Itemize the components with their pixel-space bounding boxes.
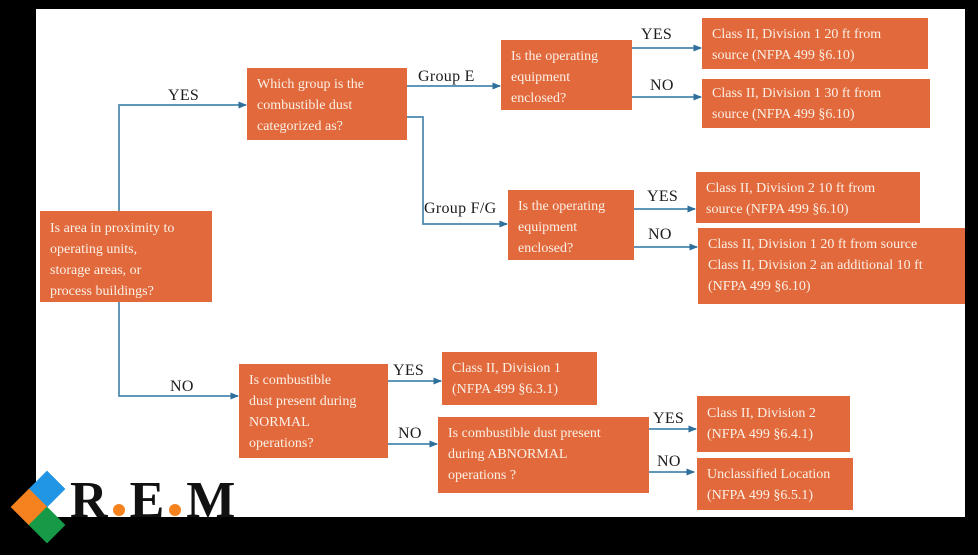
node-abnormal-operations-question: Is combustible dust present during ABNOR… (438, 417, 649, 493)
connector-root-yes (118, 101, 247, 211)
connector-group-fg (407, 116, 508, 228)
edge-label-yes-enclosed-fg: YES (647, 188, 679, 205)
node-outcome-div2-10ft: Class II, Division 2 10 ft from source (… (696, 172, 920, 223)
edge-label-no-enclosed-e: NO (650, 77, 674, 94)
edge-label-yes-root: YES (168, 87, 200, 104)
node-outcome-unclassified: Unclassified Location (NFPA 499 §6.5.1) (697, 458, 853, 510)
node-outcome-div2: Class II, Division 2 (NFPA 499 §6.4.1) (697, 396, 850, 452)
logo-dot-icon (112, 504, 125, 516)
logo-wordmark: R E M (70, 472, 236, 529)
node-outcome-div1-30ft: Class II, Division 1 30 ft from source (… (702, 79, 930, 128)
edge-label-yes-enclosed-e: YES (641, 26, 673, 43)
logo-letter-e: E (129, 472, 165, 529)
node-outcome-div1: Class II, Division 1 (NFPA 499 §6.3.1) (442, 352, 597, 405)
logo-letter-r: R (70, 472, 108, 529)
edge-label-yes-normal: YES (393, 362, 425, 379)
logo-letter-m: M (186, 472, 236, 529)
edge-label-group-fg: Group F/G (424, 200, 497, 217)
connector-root-no (118, 302, 239, 400)
edge-label-group-e: Group E (418, 68, 475, 85)
edge-label-no-root: NO (170, 378, 194, 395)
node-enclosed-question-group-fg: Is the operating equipment enclosed? (508, 190, 634, 260)
edge-label-no-abnormal: NO (657, 453, 681, 470)
edge-label-no-enclosed-fg: NO (648, 226, 672, 243)
node-group-question: Which group is the combustible dust cate… (247, 68, 407, 140)
node-proximity-question: Is area in proximity to operating units,… (40, 211, 212, 302)
logo-dot-icon (169, 504, 182, 516)
node-enclosed-question-group-e: Is the operating equipment enclosed? (501, 40, 632, 110)
edge-label-yes-abnormal: YES (653, 410, 685, 427)
node-outcome-div1-div2: Class II, Division 1 20 ft from source C… (698, 228, 965, 304)
edge-label-no-normal: NO (398, 425, 422, 442)
node-outcome-div1-20ft: Class II, Division 1 20 ft from source (… (702, 18, 928, 69)
node-normal-operations-question: Is combustible dust present during NORMA… (239, 364, 388, 458)
